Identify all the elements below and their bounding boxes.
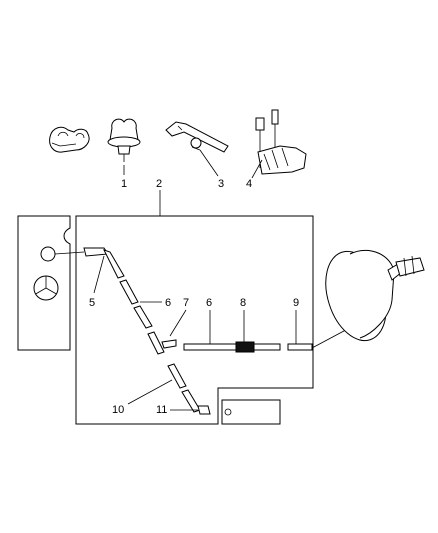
insulator-strip-horizontal xyxy=(183,341,313,353)
callout-10: 10 xyxy=(112,404,124,416)
callout-3: 3 xyxy=(218,178,224,190)
callout-6-right: 6 xyxy=(206,297,212,309)
strap-clip-icon xyxy=(165,121,229,153)
vacuum-hose-fitting-icon xyxy=(255,109,307,175)
push-pin-retainer-icon xyxy=(107,118,141,162)
callout-5: 5 xyxy=(89,297,95,309)
left-side-panel xyxy=(17,215,71,351)
callout-9: 9 xyxy=(293,297,299,309)
insulator-pad-5 xyxy=(54,247,109,294)
callout-1: 1 xyxy=(121,178,127,190)
three-pointed-star-emblem-icon xyxy=(33,275,59,301)
callout-2: 2 xyxy=(156,178,162,190)
callout-4: 4 xyxy=(246,178,252,190)
wiring-clip-icon xyxy=(49,126,90,153)
callout-8: 8 xyxy=(240,297,246,309)
callout-7: 7 xyxy=(183,297,189,309)
callout-6-left: 6 xyxy=(165,297,171,309)
brake-booster-icon xyxy=(311,249,425,349)
callout-11: 11 xyxy=(156,404,167,416)
dash-insulator-panel xyxy=(75,215,314,425)
insulator-strips-diagonal xyxy=(103,249,211,415)
insulator-plate xyxy=(221,399,281,425)
